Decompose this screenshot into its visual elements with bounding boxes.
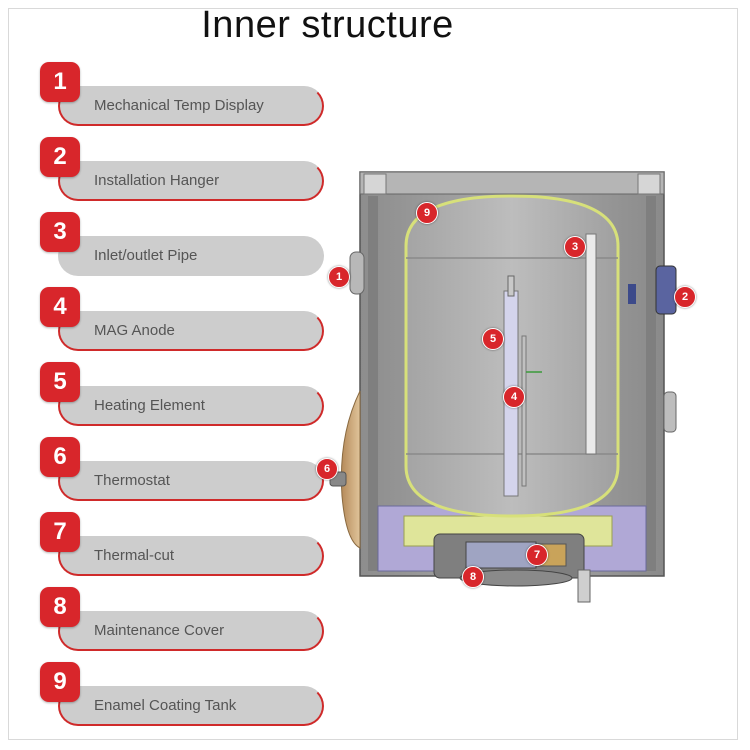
legend-item-6: Thermostat 6 [38,435,324,510]
legend-item-3: Inlet/outlet Pipe 3 [38,210,324,285]
legend-label: Heating Element [94,397,205,414]
callout-2: 2 [674,286,696,308]
callout-4: 4 [503,386,525,408]
legend-number-badge: 4 [40,287,80,327]
image-frame [8,8,738,740]
legend-number-badge: 8 [40,587,80,627]
legend-label: Inlet/outlet Pipe [94,247,198,264]
legend-label: MAG Anode [94,322,175,339]
legend-number-badge: 1 [40,62,80,102]
inlet-outlet-pipe [585,233,597,455]
legend-number-badge: 6 [40,437,80,477]
legend-item-8: Maintenance Cover 8 [38,585,324,660]
front-cover [329,390,361,549]
installation-hanger [628,265,677,433]
legend-pill: Mechanical Temp Display [58,86,324,126]
page-title: Inner structure [201,4,454,46]
callout-7: 7 [526,544,548,566]
legend-item-1: Mechanical Temp Display 1 [38,60,324,135]
callout-3: 3 [564,236,586,258]
legend-number-badge: 2 [40,137,80,177]
legend-label: Mechanical Temp Display [94,97,264,114]
legend-pill: Installation Hanger [58,161,324,201]
legend-pill: Thermostat [58,461,324,501]
callout-9: 9 [416,202,438,224]
thermostat-assembly [465,541,567,569]
legend-number-badge: 5 [40,362,80,402]
legend-pill: Maintenance Cover [58,611,324,651]
water-heater-drawing [329,171,677,603]
legend-item-4: MAG Anode 4 [38,285,324,360]
callout-8: 8 [462,566,484,588]
legend-pill: Enamel Coating Tank [58,686,324,726]
legend-label: Maintenance Cover [94,622,225,639]
legend-item-7: Thermal-cut 7 [38,510,324,585]
callout-5: 5 [482,328,504,350]
legend: Mechanical Temp Display 1 Installation H… [38,60,324,735]
legend-item-2: Installation Hanger 2 [38,135,324,210]
legend-label: Enamel Coating Tank [94,697,237,714]
legend-item-5: Heating Element 5 [38,360,324,435]
callout-6: 6 [316,458,338,480]
legend-item-9: Enamel Coating Tank 9 [38,660,324,735]
callout-1: 1 [328,266,350,288]
maintenance-cover [459,569,591,603]
mechanical-temp-display [349,251,365,295]
legend-number-badge: 9 [40,662,80,702]
legend-pill: Thermal-cut [58,536,324,576]
water-heater-cutaway: 1 2 3 4 5 6 7 8 9 [316,166,696,606]
legend-number-badge: 3 [40,212,80,252]
legend-pill: Inlet/outlet Pipe [58,236,324,276]
legend-pill: MAG Anode [58,311,324,351]
legend-pill: Heating Element [58,386,324,426]
legend-label: Installation Hanger [94,172,220,189]
legend-number-badge: 7 [40,512,80,552]
legend-label: Thermal-cut [94,547,175,564]
legend-label: Thermostat [94,472,170,489]
